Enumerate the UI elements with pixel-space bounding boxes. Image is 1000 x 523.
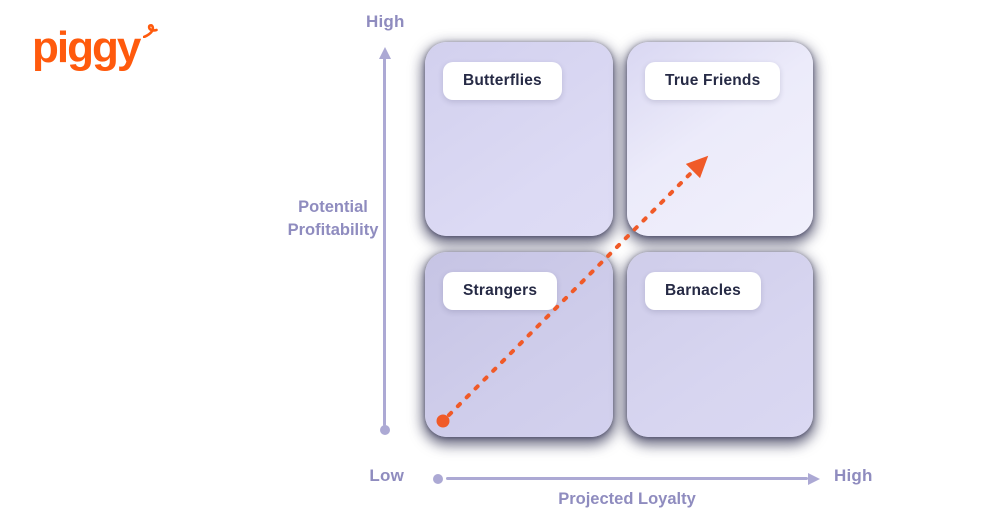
x-axis-low-label: Low [369, 466, 404, 485]
quadrant-butterflies: Butterflies [425, 42, 613, 236]
y-axis-title-line1: Potential [298, 198, 368, 216]
quadrant-label-pill: Butterflies [443, 62, 562, 100]
quadrant-barnacles: Barnacles [627, 252, 813, 437]
quadrant-label-pill: Strangers [443, 272, 558, 310]
y-axis-line [378, 47, 391, 435]
y-axis-title-line2: Profitability [287, 221, 379, 239]
quadrant-strangers: Strangers [425, 252, 613, 437]
quadrant-grid: Butterflies True Friends Strangers Barna… [425, 42, 813, 437]
y-axis-arrowhead-icon [378, 47, 391, 59]
piggy-logo-text: piggy [32, 23, 141, 72]
piggy-logo: piggy [32, 23, 159, 72]
logo-curl-icon [143, 24, 159, 43]
y-axis-title: Potential Profitability [243, 196, 423, 242]
quadrant-label: Barnacles [665, 282, 741, 299]
x-axis-origin-dot [433, 473, 443, 484]
x-axis-arrowhead-icon [808, 472, 820, 485]
x-axis-high-label: High [834, 466, 873, 485]
quadrant-true-friends: True Friends [627, 42, 813, 236]
y-axis-origin-dot [379, 425, 390, 435]
quadrant-label: Butterflies [463, 72, 542, 89]
y-axis-high-label: High [366, 12, 405, 31]
quadrant-label-pill: Barnacles [645, 272, 761, 310]
quadrant-label: True Friends [665, 72, 761, 89]
quadrant-label-pill: True Friends [645, 62, 781, 100]
x-axis-title: Projected Loyalty [558, 490, 696, 508]
quadrant-label: Strangers [463, 282, 538, 299]
x-axis-line [433, 472, 820, 485]
